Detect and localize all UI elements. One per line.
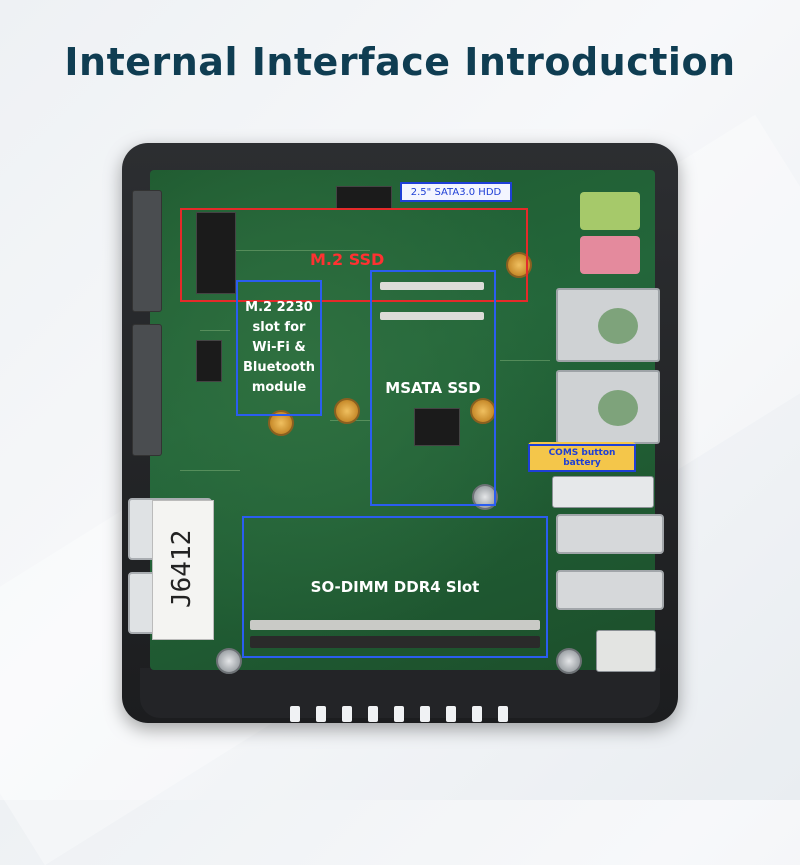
vent-slot <box>420 706 430 722</box>
vent-slot <box>472 706 482 722</box>
screw <box>470 398 496 424</box>
hdmi-port-1 <box>556 514 664 554</box>
dc-jack <box>596 630 656 672</box>
vent-slot <box>290 706 300 722</box>
msata-slot-top <box>380 282 484 290</box>
vent-slot <box>316 706 326 722</box>
header-pins <box>336 186 392 210</box>
com-port-bottom <box>132 324 162 456</box>
so-dimm-label: SO-DIMM DDR4 Slot <box>242 516 548 658</box>
pcb-trace <box>200 330 230 331</box>
power-connector <box>552 476 654 508</box>
screw <box>334 398 360 424</box>
dimm-slot-lower <box>250 636 540 648</box>
screw <box>216 648 242 674</box>
coms-battery-label: COMS button battery <box>528 444 636 472</box>
pcb-trace <box>500 360 550 361</box>
m2-ssd-callout: M.2 SSD <box>180 208 528 302</box>
msata-slot-bottom <box>380 312 484 320</box>
model-sticker-text: J6412 <box>167 529 197 609</box>
m2-ssd-label: M.2 SSD <box>310 250 385 269</box>
audio-out-jack <box>580 192 640 230</box>
mic-in-jack <box>580 236 640 274</box>
sata-hdd-label: 2.5" SATA3.0 HDD <box>400 182 512 202</box>
msata-ssd-label: MSATA SSD <box>370 270 496 506</box>
com-header <box>196 340 222 382</box>
dimm-slot-upper <box>250 620 540 630</box>
vent-slot <box>446 706 456 722</box>
page-title: Internal Interface Introduction <box>64 40 736 84</box>
pcb-trace <box>180 470 240 471</box>
wifi-slot-label: M.2 2230 slot for Wi-Fi & Bluetooth modu… <box>236 280 322 416</box>
vent-slots <box>290 706 520 726</box>
controller-chip <box>414 408 460 446</box>
screw <box>556 648 582 674</box>
m2-connector <box>196 212 236 294</box>
vent-slot <box>368 706 378 722</box>
com-port-top <box>132 190 162 312</box>
vent-slot <box>498 706 508 722</box>
vent-slot <box>342 706 352 722</box>
model-sticker <box>152 500 214 640</box>
lan-port-2 <box>556 370 660 444</box>
cmos-battery <box>528 442 636 472</box>
hdmi-port-2 <box>556 570 664 610</box>
lan-port-1 <box>556 288 660 362</box>
vent-slot <box>394 706 404 722</box>
pcb-trace <box>230 250 370 251</box>
